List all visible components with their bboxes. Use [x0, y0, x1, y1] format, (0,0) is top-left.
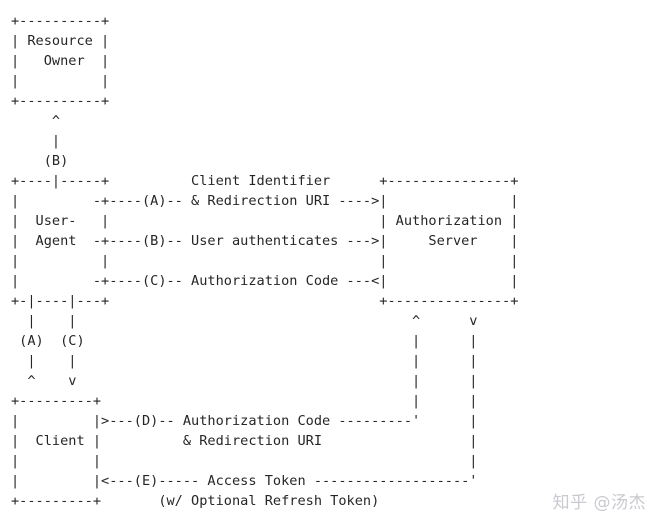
diagram-line: | -+----(A)-- & Redirection URI ---->| |	[11, 193, 519, 209]
diagram-line: | |<---(E)----- Access Token -----------…	[11, 473, 478, 489]
diagram-line: +----|-----+ Client Identifier +--------…	[11, 173, 519, 189]
diagram-line: | Resource |	[11, 33, 110, 49]
diagram-line: | | | |	[11, 253, 519, 269]
diagram-line: | -+----(C)-- Authorization Code ---<| |	[11, 273, 519, 289]
diagram-line: (B)	[11, 153, 69, 169]
diagram-line: | |	[11, 73, 110, 89]
diagram-line: | | |	[11, 453, 478, 469]
oauth-authorization-code-flow-diagram: +----------+ | Resource | | Owner | | | +---…	[11, 11, 518, 511]
diagram-line: | |>---(D)-- Authorization Code --------…	[11, 413, 478, 429]
diagram-line: | Client | & Redirection URI |	[11, 433, 478, 449]
diagram-line: |	[11, 133, 61, 149]
diagram-line: | | ^ v	[11, 313, 478, 329]
diagram-line: (A) (C) | |	[11, 333, 478, 349]
diagram-line: +-|----|---+ +---------------+	[11, 293, 519, 309]
diagram-line: ^	[11, 113, 61, 129]
diagram-line: ^ v | |	[11, 373, 478, 389]
zhihu-watermark: 知乎 @汤杰	[552, 493, 646, 513]
diagram-line: +----------+	[11, 93, 110, 109]
diagram-line: +---------+ (w/ Optional Refresh Token)	[11, 493, 380, 509]
diagram-line: +---------+ | |	[11, 393, 478, 409]
diagram-line: | | | |	[11, 353, 478, 369]
diagram-line: | Owner |	[11, 53, 110, 69]
diagram-line: +----------+	[11, 13, 110, 29]
diagram-line: | Agent -+----(B)-- User authenticates -…	[11, 233, 519, 249]
diagram-line: | User- | | Authorization |	[11, 213, 519, 229]
